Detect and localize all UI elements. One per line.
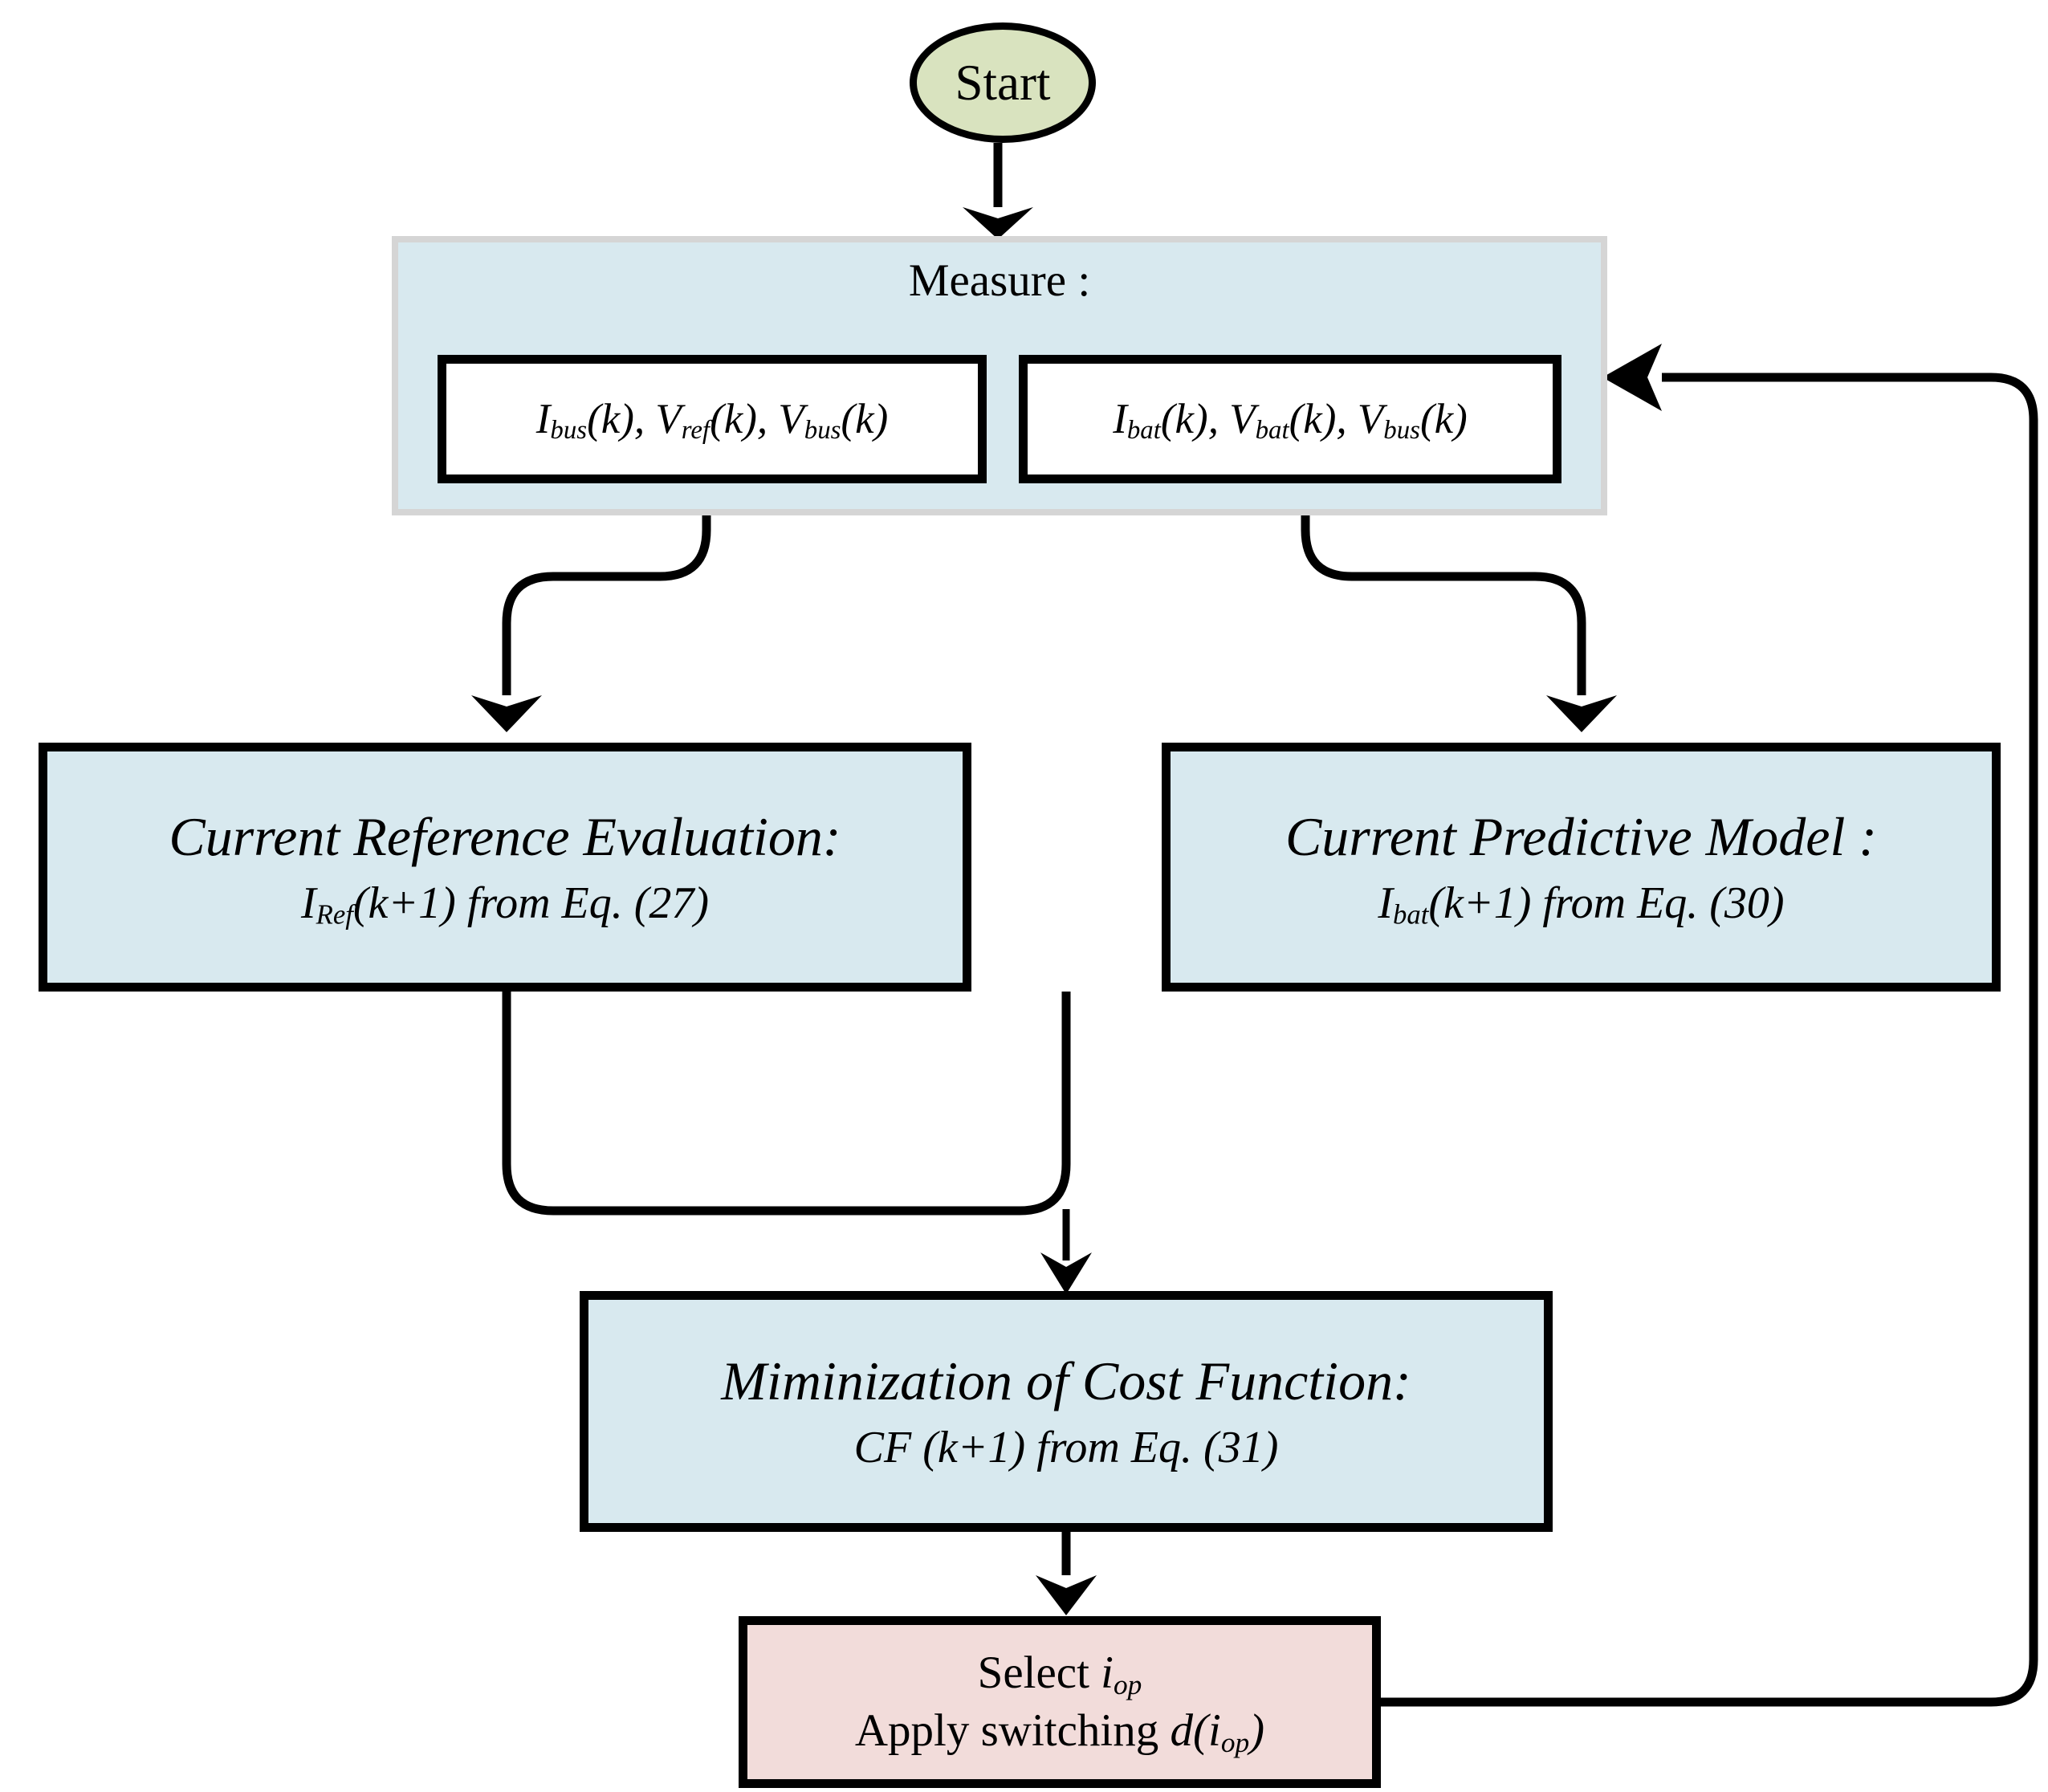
terminal-select-line1: Select iop <box>977 1647 1142 1701</box>
connector-merge-stem <box>1040 1209 1092 1294</box>
connector-start-to-measure <box>963 143 1033 239</box>
process-predictive-model[interactable]: Current Predictive Model : Ibat(k+1) fro… <box>1162 743 2001 992</box>
measure-box-bus[interactable]: Ibus(k), Vref(k), Vbus(k) <box>438 355 987 483</box>
process-predictive-model-heading: Current Predictive Model : <box>1285 805 1878 867</box>
terminal-select-apply[interactable]: Select iop Apply switching d(iop) <box>739 1616 1381 1788</box>
measure-boxes-row: Ibus(k), Vref(k), Vbus(k) Ibat(k), Vbat(… <box>438 355 1561 483</box>
process-cost-function[interactable]: Miminization of Cost Function: CF (k+1) … <box>580 1291 1553 1532</box>
connector-measure-bus-to-current-reference <box>471 482 711 732</box>
start-node[interactable]: Start <box>910 22 1096 143</box>
measure-box-bat[interactable]: Ibat(k), Vbat(k), Vbus(k) <box>1019 355 1561 483</box>
process-cost-function-formula: CF (k+1) from Eq. (31) <box>853 1422 1279 1472</box>
start-label: Start <box>955 54 1051 111</box>
process-predictive-model-formula: Ibat(k+1) from Eq. (30) <box>1378 878 1785 931</box>
measure-group-title: Measure : <box>908 255 1091 306</box>
connector-cost-to-select <box>1036 1532 1097 1615</box>
measure-box-bus-formula: Ibus(k), Vref(k), Vbus(k) <box>535 396 889 446</box>
process-current-reference-formula: IRef(k+1) from Eq. (27) <box>300 878 710 931</box>
process-current-reference-heading: Current Reference Evaluation: <box>169 805 841 867</box>
measure-group[interactable]: Measure : Ibus(k), Vref(k), Vbus(k) Ibat… <box>392 236 1607 515</box>
connector-measure-bat-to-predictive-model <box>1301 482 1617 732</box>
process-cost-function-heading: Miminization of Cost Function: <box>721 1350 1411 1411</box>
connector-merge-to-cost-function <box>502 992 1071 1216</box>
measure-box-bat-formula: Ibat(k), Vbat(k), Vbus(k) <box>1113 396 1468 446</box>
terminal-select-line2: Apply switching d(iop) <box>854 1705 1265 1758</box>
process-current-reference[interactable]: Current Reference Evaluation: IRef(k+1) … <box>39 743 971 992</box>
